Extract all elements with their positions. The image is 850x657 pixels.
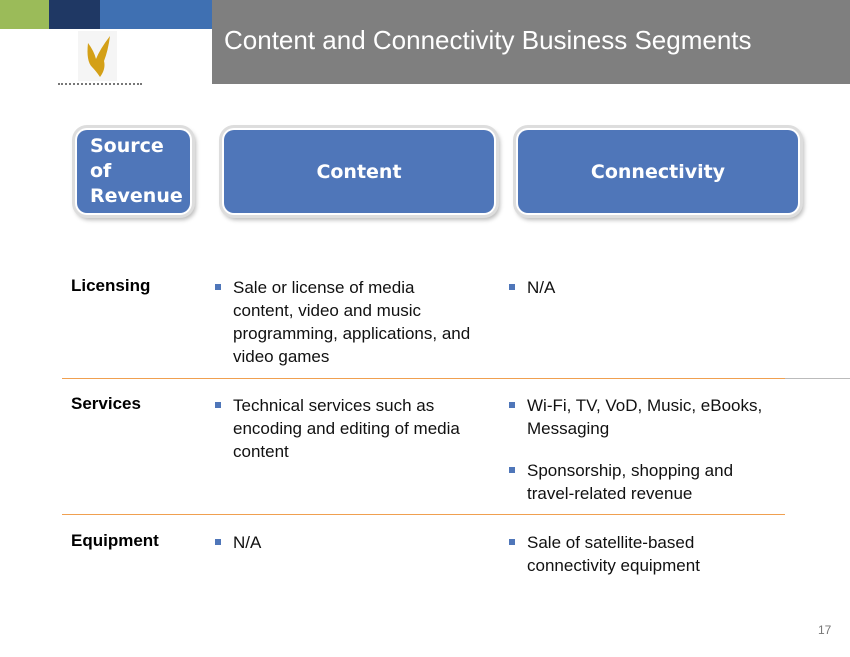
bullet-icon xyxy=(215,539,221,545)
green-bar xyxy=(0,0,49,29)
row-label-services: Services xyxy=(71,394,141,413)
header-connectivity: Connectivity xyxy=(518,130,798,213)
bullet-icon xyxy=(215,402,221,408)
row-label-licensing: Licensing xyxy=(71,276,151,295)
page-number: 17 xyxy=(818,623,832,637)
services-content: Technical services such as encoding and … xyxy=(215,394,493,463)
slide-title: Content and Connectivity Business Segmen… xyxy=(212,0,850,84)
bullet-icon xyxy=(215,284,221,290)
logo-underline xyxy=(58,83,142,85)
bullet-icon xyxy=(509,467,515,473)
eagle-logo xyxy=(78,31,117,81)
row-divider xyxy=(62,378,785,379)
navy-bar xyxy=(49,0,100,29)
bullet-icon xyxy=(509,402,515,408)
header-content: Content xyxy=(224,130,494,213)
row-divider xyxy=(62,514,785,515)
blue-bar xyxy=(100,0,212,29)
bullet-icon xyxy=(509,284,515,290)
equipment-content: N/A xyxy=(215,531,473,554)
equipment-connectivity: Sale of satellite-based connectivity equ… xyxy=(509,531,747,577)
services-connectivity-2: Sponsorship, shopping and travel-related… xyxy=(509,459,767,505)
header-source-of-revenue: Source of Revenue xyxy=(77,130,190,213)
services-connectivity-1: Wi-Fi, TV, VoD, Music, eBooks, Messaging xyxy=(509,394,767,440)
licensing-content: Sale or license of media content, video … xyxy=(215,276,473,368)
row-label-equipment: Equipment xyxy=(71,531,159,550)
row-divider-gray xyxy=(785,378,850,379)
licensing-connectivity: N/A xyxy=(509,276,767,299)
bullet-icon xyxy=(509,539,515,545)
